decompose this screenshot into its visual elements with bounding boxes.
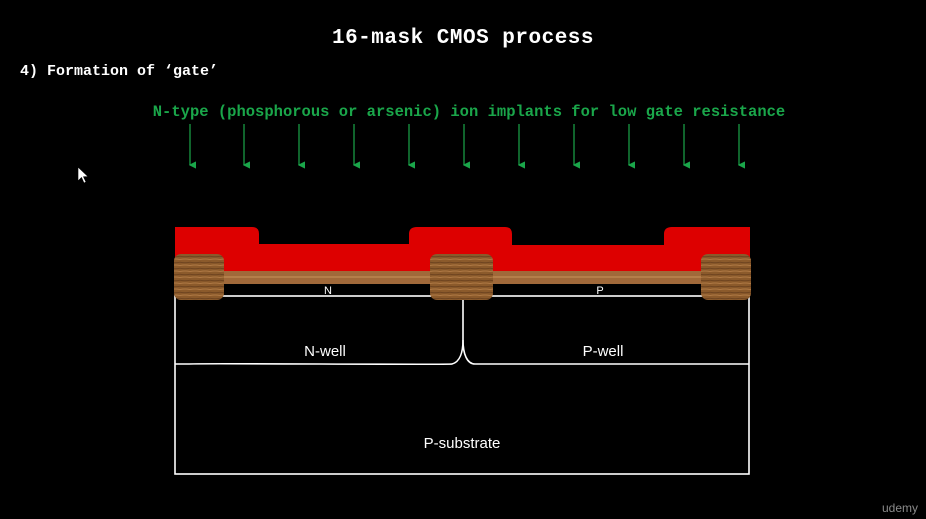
implant-arrows [188,124,745,169]
implant-label: N-type (phosphorous or arsenic) ion impl… [152,103,786,121]
n-diffusion-label: N [324,285,332,297]
p-well-boundary [462,339,749,365]
mouse-pointer-icon [77,166,89,184]
field-oxide-left [174,254,224,300]
slide-title: 16-mask CMOS process [331,27,595,50]
p-diffusion-label: P [596,285,603,297]
udemy-watermark: udemy [881,501,918,515]
polysilicon-layer [175,227,750,271]
p-well-label: P-well [583,343,624,360]
field-oxide-center [430,254,493,300]
step-heading: 4) Formation of ‘gate’ [20,63,219,80]
n-well-label: N-well [304,343,346,360]
field-oxide-right [701,254,751,300]
substrate-label: P-substrate [424,435,501,452]
n-well-boundary [175,298,464,366]
